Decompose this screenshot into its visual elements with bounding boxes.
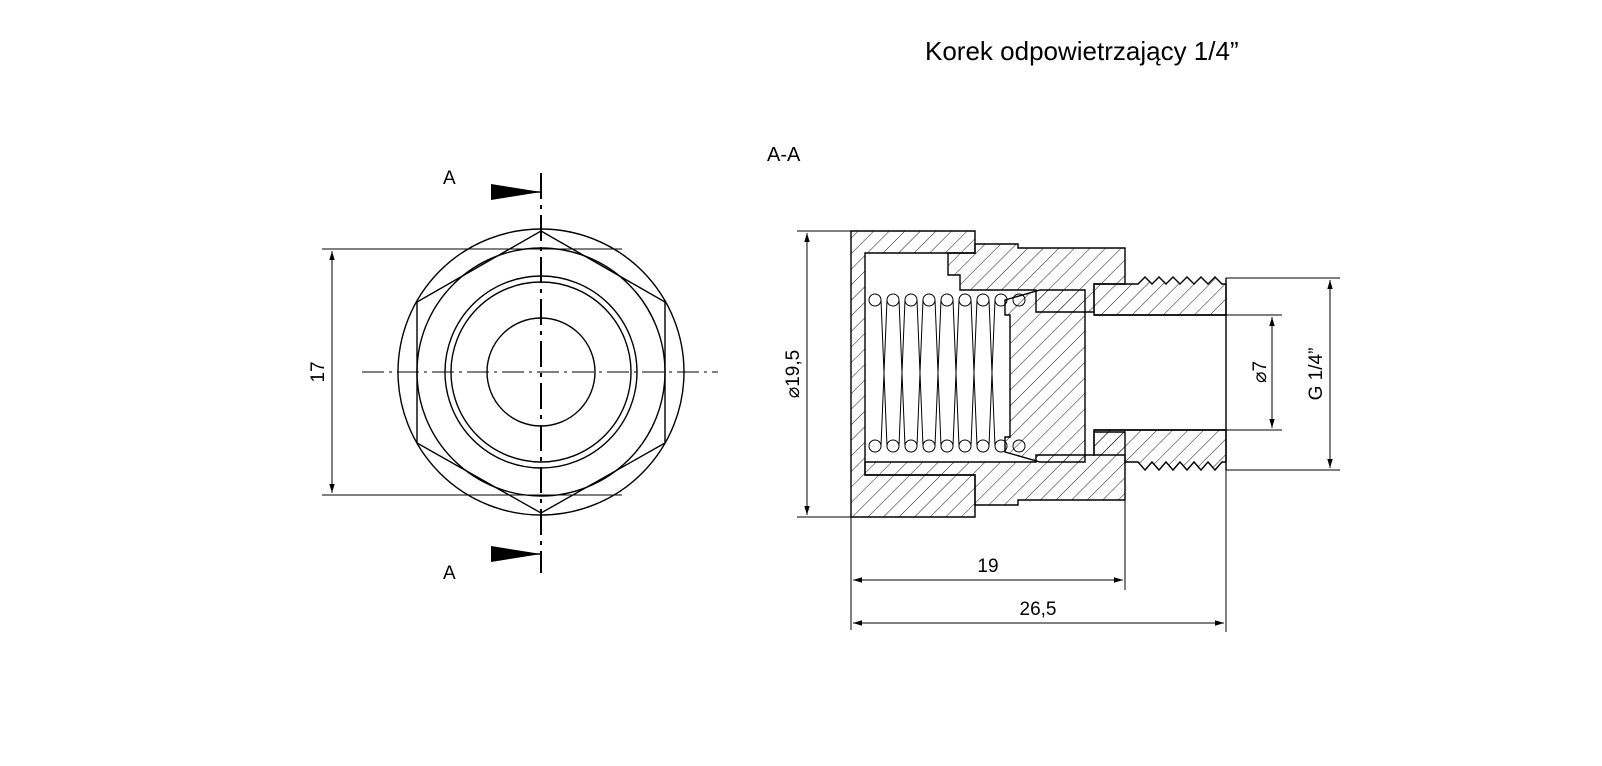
section-marker-top: A (443, 168, 456, 189)
valve-piston (1004, 289, 1086, 463)
front-view: A A 17 (308, 168, 718, 584)
section-view: ⌀19,5 ⌀7 G 1/4” 19 26,5 (783, 230, 1340, 632)
dim-thread: G 1/4” (1306, 348, 1327, 401)
dim-outer-diameter: ⌀19,5 (783, 350, 804, 398)
dim-length-19: 19 (977, 556, 998, 577)
thread-lower (1093, 429, 1227, 472)
spring (868, 293, 1026, 453)
dim-height-17: 17 (308, 361, 329, 382)
dim-bore-diameter: ⌀7 (1250, 361, 1271, 383)
drawing-title: Korek odpowietrzający 1/4” (925, 36, 1239, 66)
section-marker-bottom: A (443, 563, 456, 584)
section-view-label: A-A (767, 144, 801, 166)
dim-length-26-5: 26,5 (1020, 599, 1057, 620)
